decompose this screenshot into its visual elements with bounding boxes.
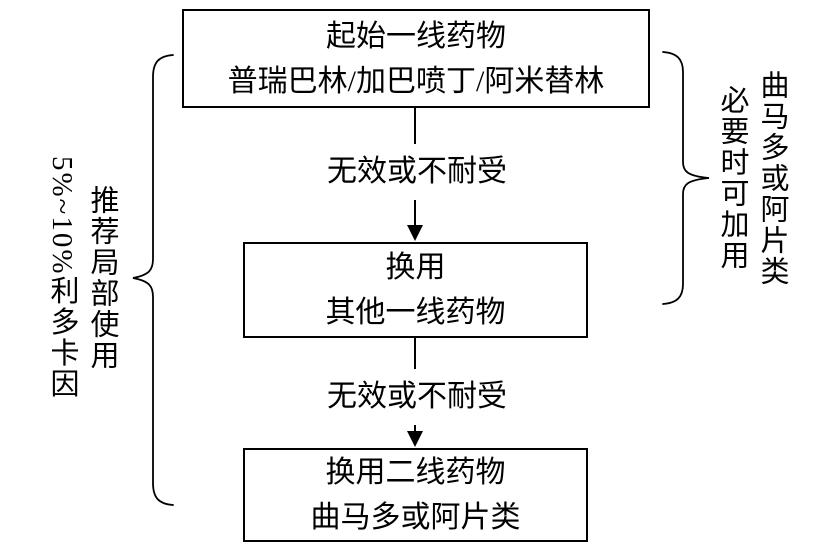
arrow-label-1: 无效或不耐受 (307, 144, 527, 200)
left-brace (132, 54, 174, 506)
down-arrowhead-2 (407, 431, 423, 447)
right-side-note: 曲马多或阿片类 必要时可加用 (712, 60, 792, 296)
box-switch-other-first-line: 换用 其他一线药物 (243, 242, 588, 338)
box-title-line: 换用二线药物 (325, 456, 506, 489)
left-side-note: 推荐局部使用 5%~10%利多卡因 (42, 156, 122, 400)
note-column: 5%~10%利多卡因 (46, 156, 78, 400)
note-column: 曲马多或阿片类 (756, 69, 788, 287)
arrow-label-2: 无效或不耐受 (307, 369, 527, 425)
note-column: 必要时可加用 (716, 85, 748, 271)
box-title-line: 起始一线药物 (326, 19, 506, 53)
note-column: 推荐局部使用 (86, 185, 118, 371)
box-drug-line: 普瑞巴林/加巴喷丁/阿米替林 (227, 64, 605, 98)
box-title-line: 换用 (385, 251, 446, 284)
box-initial-first-line-drugs: 起始一线药物 普瑞巴林/加巴喷丁/阿米替林 (182, 9, 650, 108)
box-drug-line: 曲马多或阿片类 (310, 501, 521, 534)
box-drug-line: 其他一线药物 (325, 296, 506, 329)
box-switch-second-line: 换用二线药物 曲马多或阿片类 (243, 448, 588, 542)
right-brace (662, 51, 710, 305)
down-arrowhead-1 (407, 225, 423, 241)
